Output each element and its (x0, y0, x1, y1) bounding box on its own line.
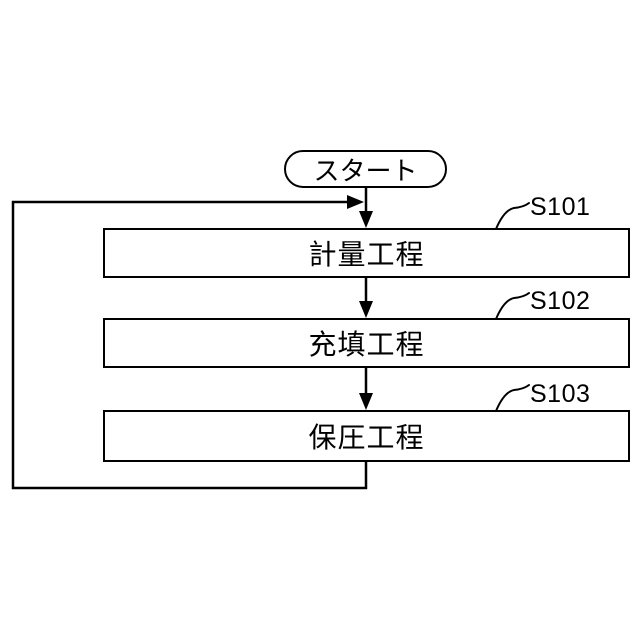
leader-line-s103 (495, 384, 530, 412)
start-node-label: スタート (313, 155, 418, 186)
process-box-s102-label: 充填工程 (308, 329, 425, 360)
arrowhead-into-s102 (359, 301, 373, 318)
start-node: スタート (284, 150, 447, 188)
step-id-label-s101: S101 (530, 193, 591, 221)
leader-line-s101 (495, 202, 530, 230)
process-box-s101: 計量工程 (103, 228, 630, 278)
step-id-label-s102: S102 (530, 287, 591, 315)
process-box-s102: 充填工程 (103, 318, 630, 368)
process-box-s101-label: 計量工程 (308, 239, 425, 270)
arrowhead-feedback-junction (347, 195, 364, 209)
process-box-s103-label: 保圧工程 (308, 422, 425, 453)
feedback-loop-line (11, 200, 368, 490)
arrowhead-into-s103 (359, 393, 373, 410)
step-id-label-s103: S103 (530, 380, 591, 408)
process-box-s103: 保圧工程 (103, 410, 630, 462)
leader-line-s102 (495, 292, 530, 320)
arrowhead-into-s101 (359, 211, 373, 228)
